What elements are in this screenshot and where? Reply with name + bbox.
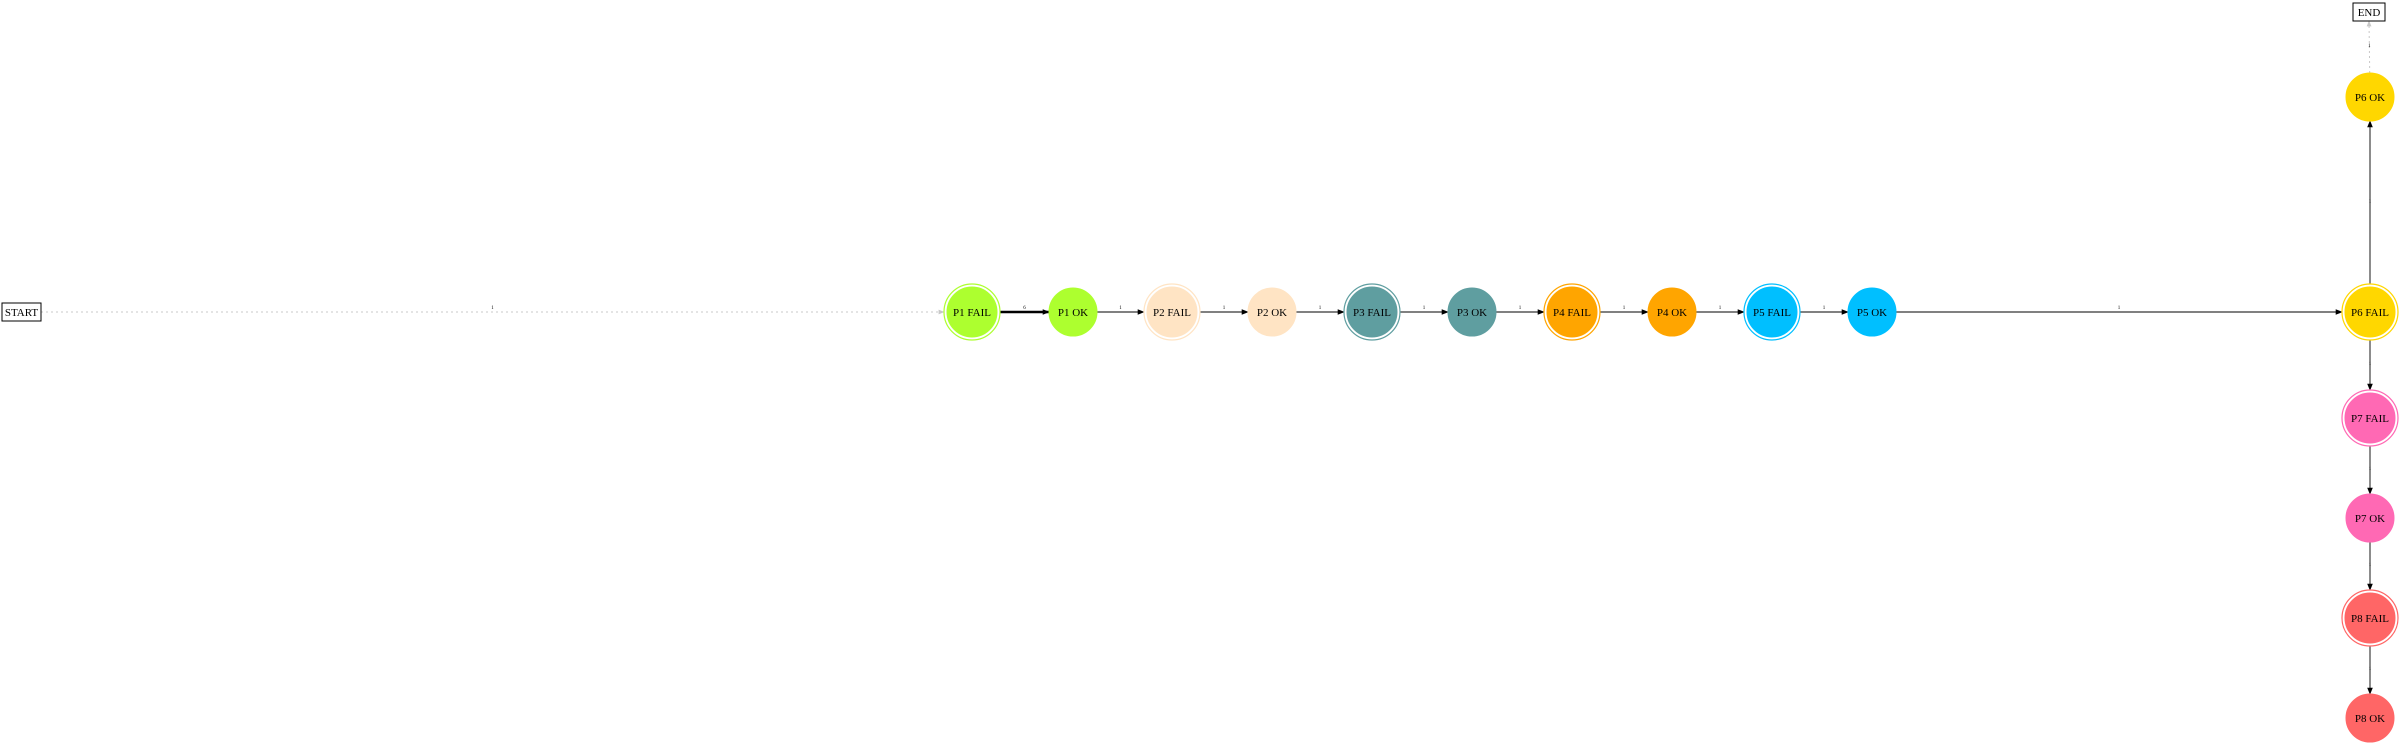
node-circle <box>1346 286 1398 338</box>
edge-line <box>2366 20 2372 74</box>
start-node: START <box>1 302 42 322</box>
node-circle <box>2345 72 2395 122</box>
node-p8ok: P8 OK <box>2345 693 2395 743</box>
node-label: P1 OK <box>1058 307 1088 319</box>
edge-label: 1 <box>2369 200 2372 205</box>
edge-label: 1 <box>1119 306 1122 311</box>
edge-label: 1 <box>2369 362 2372 367</box>
edge-p3ok-p4fail: 1 <box>1496 306 1545 315</box>
start-label: START <box>5 307 39 319</box>
node-circle <box>1247 287 1297 337</box>
node-p7ok: P7 OK <box>2345 493 2395 543</box>
node-label: P4 FAIL <box>1553 307 1591 319</box>
edge-label: 1 <box>1223 306 1226 311</box>
node-circle <box>2345 493 2395 543</box>
node-circle <box>1048 287 1098 337</box>
node-label: P6 FAIL <box>2351 307 2389 319</box>
edge-p2ok-p3fail: 1 <box>1296 306 1345 315</box>
node-circle <box>2345 693 2395 743</box>
node-circle <box>2344 592 2396 644</box>
node-label: P5 FAIL <box>1753 307 1791 319</box>
node-p4ok: P4 OK <box>1647 287 1697 337</box>
edge-p1ok-p2fail: 1 <box>1097 306 1145 315</box>
node-p6ok: P6 OK <box>2345 72 2395 122</box>
node-p8fail: P8 FAIL <box>2341 589 2399 647</box>
node-p6fail: P6 FAIL <box>2341 283 2399 341</box>
node-label: P7 FAIL <box>2351 413 2389 425</box>
node-circle <box>2344 286 2396 338</box>
node-circle <box>946 286 998 338</box>
node-label: P2 OK <box>1257 307 1287 319</box>
edge-p6fail-p6ok: 1 <box>2367 120 2373 284</box>
node-label: P3 OK <box>1457 307 1487 319</box>
node-label: P3 FAIL <box>1353 307 1391 319</box>
node-label: P2 FAIL <box>1153 307 1191 319</box>
nodes-layer: P1 FAIL P1 OK P2 FAIL P2 OK P3 FAIL P3 OK P4 F… <box>943 72 2399 743</box>
node-p5ok: P5 OK <box>1847 287 1897 337</box>
edge-label: 1 <box>1423 306 1426 311</box>
node-p2fail: P2 FAIL <box>1143 283 1201 341</box>
edge-p3fail-p3ok: 1 <box>1400 306 1449 315</box>
end-node: END <box>2352 2 2386 22</box>
node-label: P8 FAIL <box>2351 613 2389 625</box>
edge-p6ok-end: 1 <box>2366 20 2372 74</box>
node-p5fail: P5 FAIL <box>1743 283 1801 341</box>
node-circle <box>1447 287 1497 337</box>
edge-label: 1 <box>2368 44 2371 49</box>
edge-label: 1 <box>2369 667 2372 672</box>
edge-p8fail-p8ok: 1 <box>2367 646 2373 695</box>
edge-p7ok-p8fail: 1 <box>2367 542 2373 591</box>
node-p4fail: P4 FAIL <box>1543 283 1601 341</box>
node-p3ok: P3 OK <box>1447 287 1497 337</box>
node-p1fail: P1 FAIL <box>943 283 1001 341</box>
edge-label: 6 <box>1023 306 1026 311</box>
edge-p4ok-p5fail: 1 <box>1696 306 1745 315</box>
edge-p5ok-p6fail: 1 <box>1896 306 2343 315</box>
node-p1ok: P1 OK <box>1048 287 1098 337</box>
edge-label: 1 <box>1719 306 1722 311</box>
edge-label: 1 <box>1519 306 1522 311</box>
node-circle <box>1546 286 1598 338</box>
end-label: END <box>2358 7 2381 19</box>
edge-label: 1 <box>2369 563 2372 568</box>
node-label: P1 FAIL <box>953 307 991 319</box>
node-circle <box>1847 287 1897 337</box>
node-label: P4 OK <box>1657 307 1687 319</box>
edge-label: 1 <box>491 306 494 311</box>
node-label: P8 OK <box>2355 713 2385 725</box>
edge-label: 1 <box>1823 306 1826 311</box>
edge-p4fail-p4ok: 1 <box>1600 306 1649 315</box>
edge-label: 1 <box>2369 467 2372 472</box>
edge-label: 1 <box>1623 306 1626 311</box>
node-p7fail: P7 FAIL <box>2341 389 2399 447</box>
edge-p5fail-p5ok: 1 <box>1800 306 1849 315</box>
node-p3fail: P3 FAIL <box>1343 283 1401 341</box>
node-circle <box>1647 287 1697 337</box>
node-label: P6 OK <box>2355 92 2385 104</box>
node-label: P7 OK <box>2355 513 2385 525</box>
edge-start-p1fail: 1 <box>41 306 945 315</box>
edge-p6fail-p7fail: 1 <box>2367 340 2373 391</box>
node-circle <box>1746 286 1798 338</box>
edge-p2fail-p2ok: 1 <box>1200 306 1249 315</box>
node-circle <box>1146 286 1198 338</box>
edge-p7fail-p7ok: 1 <box>2367 446 2373 495</box>
edge-label: 1 <box>1319 306 1322 311</box>
node-label: P5 OK <box>1857 307 1887 319</box>
edge-label: 1 <box>2118 306 2121 311</box>
edge-p1fail-p1ok: 6 <box>1000 306 1050 315</box>
node-p2ok: P2 OK <box>1247 287 1297 337</box>
node-circle <box>2344 392 2396 444</box>
